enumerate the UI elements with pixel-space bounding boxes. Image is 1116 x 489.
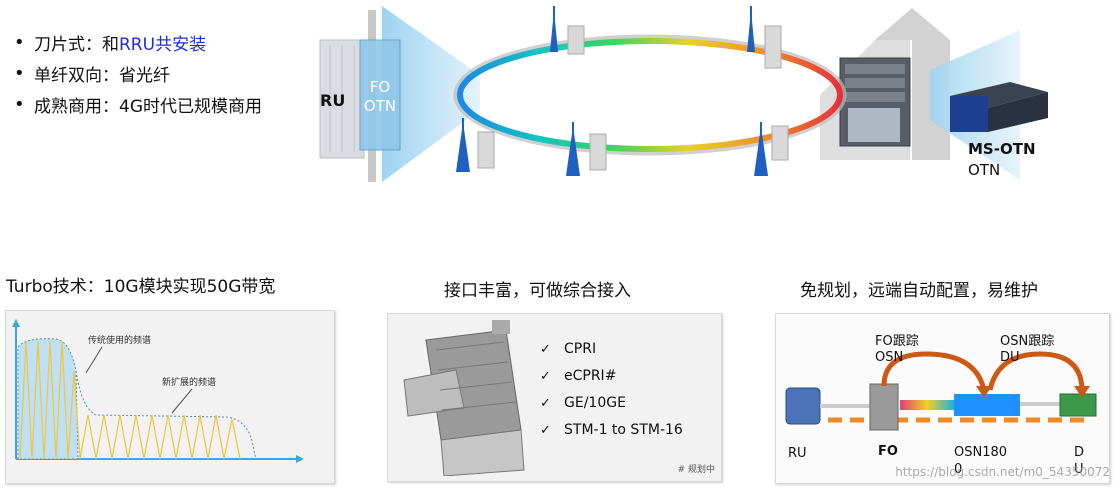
- spectrum-panel: 传统使用的频谱 新扩展的频谱: [5, 310, 335, 484]
- du-label: DU: [1074, 445, 1085, 477]
- ru-label: RU: [320, 91, 345, 110]
- watermark: https://blog.csdn.net/m0_54350072: [895, 465, 1110, 479]
- fo-otn-label: FO OTN: [363, 78, 397, 115]
- du-device: [1059, 393, 1097, 417]
- fo-track-arrow: [881, 351, 987, 391]
- noplan-title: 免规划，远端自动配置，易维护: [800, 281, 1038, 301]
- feature-bullet-list: 刀片式：和RRU共安装 单纤双向：省光纤 成熟商用：4G时代已规模商用: [12, 32, 297, 127]
- tower-icon: [754, 122, 789, 176]
- noplan-panel: FO跟踪 OSN OSN跟踪 DU RU FO OSN1800 DU: [775, 313, 1110, 484]
- tracking-diagram: [785, 351, 1097, 431]
- osn-track-arrow: [987, 351, 1085, 391]
- osn1800-device: [954, 394, 1020, 416]
- interface-item: eCPRI#: [540, 363, 683, 390]
- modulation-waves: [19, 340, 241, 460]
- tower-icon: [566, 122, 607, 176]
- interface-item: GE/10GE: [540, 390, 683, 417]
- bullet-single-fiber: 单纤双向：省光纤: [12, 63, 297, 87]
- house-roof: [875, 8, 950, 160]
- fo-otn-box: [359, 39, 401, 151]
- interface-panel: CPRI eCPRI# GE/10GE STM-1 to STM-16 # 规划…: [387, 313, 722, 482]
- interface-list: CPRI eCPRI# GE/10GE STM-1 to STM-16: [540, 336, 683, 444]
- bullet-mature: 成熟商用：4G时代已规模商用: [12, 94, 297, 118]
- planning-note: # 规划中: [677, 465, 715, 475]
- fo-label: FO: [878, 444, 898, 459]
- tower-icon: [550, 6, 585, 55]
- fo-device: [869, 383, 899, 431]
- bullet-blade: 刀片式：和RRU共安装: [12, 32, 297, 56]
- ms-otn-label: MS-OTN: [968, 140, 1036, 158]
- new-spectrum-label: 新扩展的频谱: [162, 376, 216, 388]
- tower-icon: [747, 6, 782, 69]
- color-fiber: [900, 400, 954, 410]
- ru-device: [785, 387, 821, 425]
- interface-item: STM-1 to STM-16: [540, 417, 683, 444]
- spectrum-chart: 传统使用的频谱 新扩展的频谱: [12, 319, 304, 463]
- device-illustration: [403, 320, 525, 476]
- extended-spectrum: [75, 370, 257, 460]
- interface-item: CPRI: [540, 336, 683, 363]
- ru-label: RU: [788, 446, 807, 461]
- interface-title: 接口丰富，可做综合接入: [444, 281, 631, 301]
- traditional-spectrum-label: 传统使用的频谱: [88, 334, 151, 346]
- fo-track-label: FO跟踪 OSN: [875, 334, 919, 365]
- otn-label: OTN: [968, 161, 1000, 179]
- tower-icon: [456, 118, 495, 172]
- left-beam: [382, 6, 480, 182]
- osn-track-label: OSN跟踪 DU: [1000, 334, 1055, 365]
- network-ring-diagram: RU FO OTN MS-OTN OTN: [319, 6, 1048, 182]
- osn1800-label: OSN1800: [954, 445, 1008, 477]
- turbo-title: Turbo技术：10G模块实现50G带宽: [6, 277, 276, 297]
- ring-fiber: [457, 38, 843, 152]
